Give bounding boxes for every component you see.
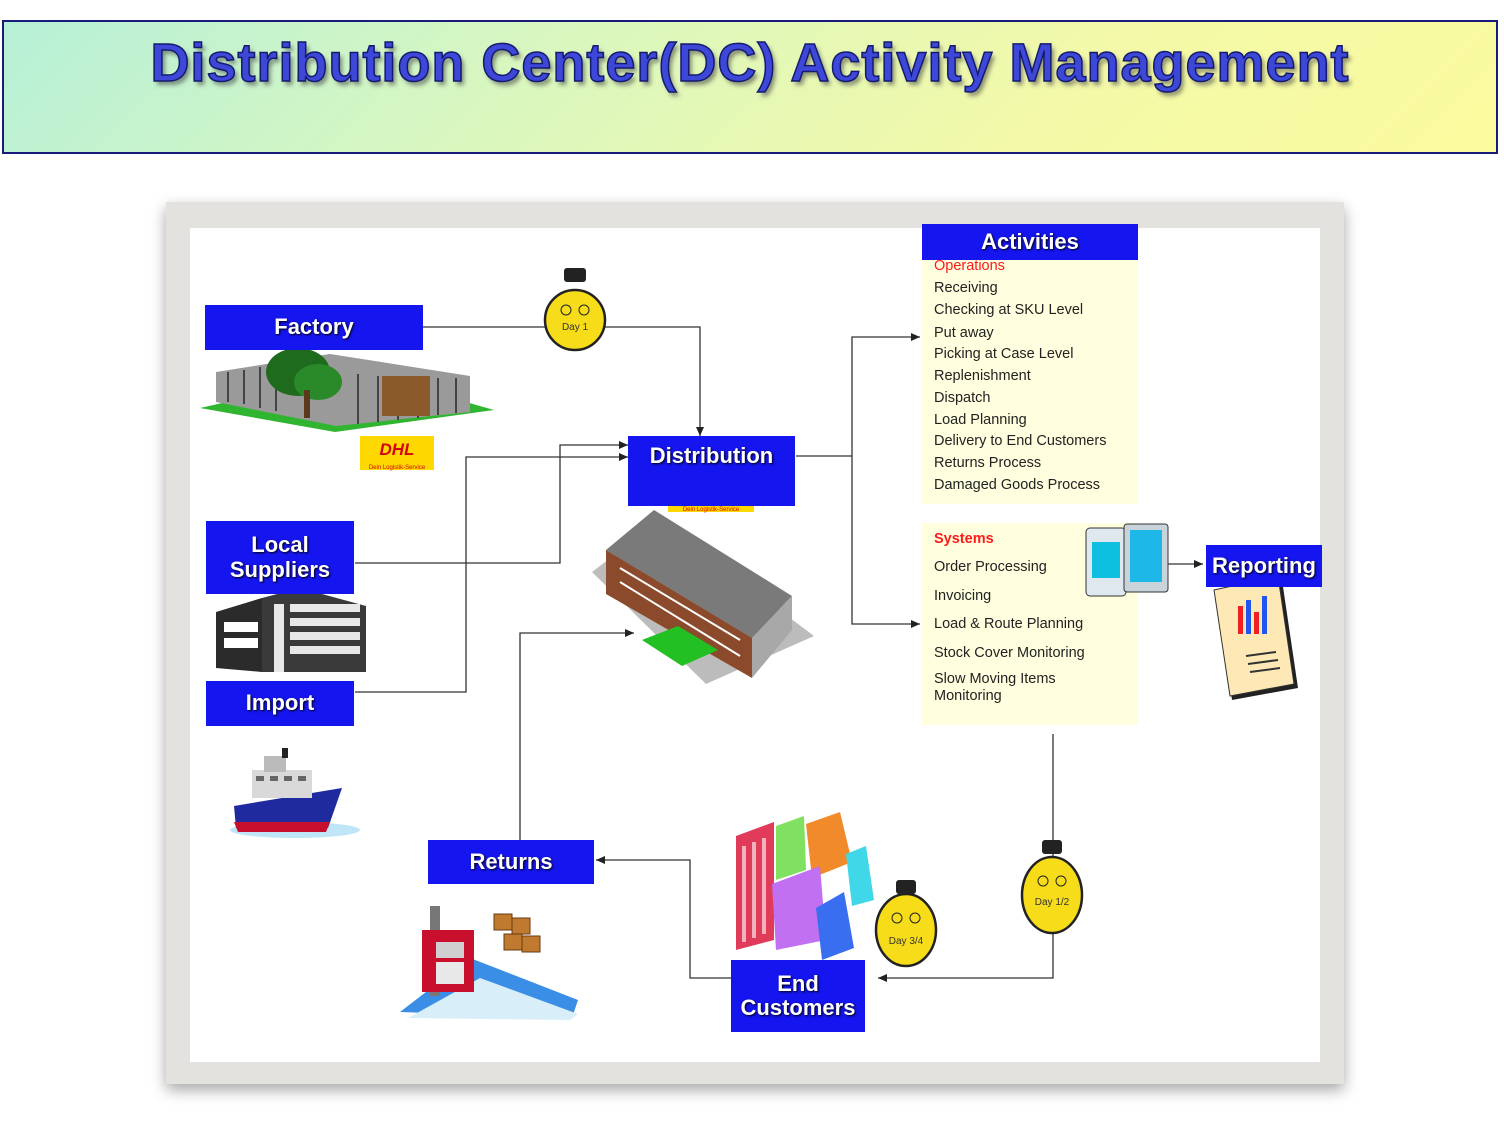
operation-item: Load Planning: [934, 412, 1027, 428]
svg-text:Day 1/2: Day 1/2: [1035, 897, 1070, 908]
distribution-box: Distribution: [628, 436, 795, 506]
city-buildings-icon: [736, 812, 874, 960]
operation-item: Damaged Goods Process: [934, 477, 1101, 493]
system-item: Order Processing: [934, 559, 1047, 575]
svg-text:DHL: DHL: [380, 440, 415, 459]
connector-lines: [355, 326, 1203, 982]
page-title: Distribution Center(DC) Activity Managem…: [150, 32, 1350, 94]
local-suppliers-box: Local Suppliers: [206, 521, 354, 594]
svg-text:Dein Logistik-Service: Dein Logistik-Service: [683, 507, 740, 513]
suppliers-to-distribution-arrow: [355, 441, 628, 564]
truck-boxes-icon: [400, 906, 578, 1020]
operation-item: Picking at Case Level: [934, 346, 1074, 362]
end-customers-box: End Customers: [731, 960, 865, 1032]
report-document-icon: [1213, 575, 1298, 700]
dhl-logo-factory: DHL Dein Logistik-Service: [360, 436, 434, 471]
system-item: Slow Moving Items Monitoring: [934, 671, 1056, 705]
cargo-ship-icon: [230, 748, 360, 838]
returns-to-distribution-arrow: [519, 629, 634, 840]
to-operations-arrow: [851, 333, 920, 456]
operations-heading: Operations: [934, 258, 1005, 274]
operation-item: Delivery to End Customers: [934, 433, 1107, 449]
distribution-center-icon: [592, 510, 814, 684]
operation-item: Replenishment: [934, 368, 1031, 384]
system-item: Load & Route Planning: [934, 616, 1084, 632]
systems-to-customers-arrow: [878, 734, 1054, 982]
svg-text:Day 3/4: Day 3/4: [889, 936, 924, 947]
operation-item: Receiving: [934, 280, 998, 296]
returns-box: Returns: [428, 840, 594, 884]
reporting-box: Reporting: [1206, 545, 1322, 587]
stopwatch-icon: Day 1: [543, 268, 607, 352]
factory-to-distribution-arrow: [423, 326, 704, 436]
title-banner: Distribution Center(DC) Activity Managem…: [2, 20, 1498, 154]
systems-heading: Systems: [934, 531, 994, 547]
operation-item: Dispatch: [934, 390, 991, 406]
stopwatch-icon: Day 1/2: [1020, 840, 1084, 935]
factory-building-icon: [200, 348, 494, 432]
operation-item: Put away: [934, 325, 994, 341]
operations-panel: Operations Receiving Checking at SKU Lev…: [922, 258, 1138, 504]
import-box: Import: [206, 681, 354, 726]
computer-icon: [1085, 523, 1169, 597]
to-systems-arrow: [851, 456, 920, 628]
import-to-distribution-arrow: [355, 453, 628, 693]
stopwatch-icon: Day 3/4: [874, 880, 938, 968]
operation-item: Checking at SKU Level: [934, 302, 1084, 318]
operation-item: Returns Process: [934, 455, 1042, 471]
svg-text:Dein Logistik-Service: Dein Logistik-Service: [369, 465, 426, 471]
activities-header: Activities: [922, 224, 1138, 260]
factory-box: Factory: [205, 305, 423, 350]
warehouse-icon: [216, 588, 366, 672]
system-item: Stock Cover Monitoring: [934, 645, 1085, 661]
system-item: Invoicing: [934, 588, 992, 604]
customers-to-returns-arrow: [596, 856, 732, 979]
svg-text:Day 1: Day 1: [562, 322, 589, 333]
